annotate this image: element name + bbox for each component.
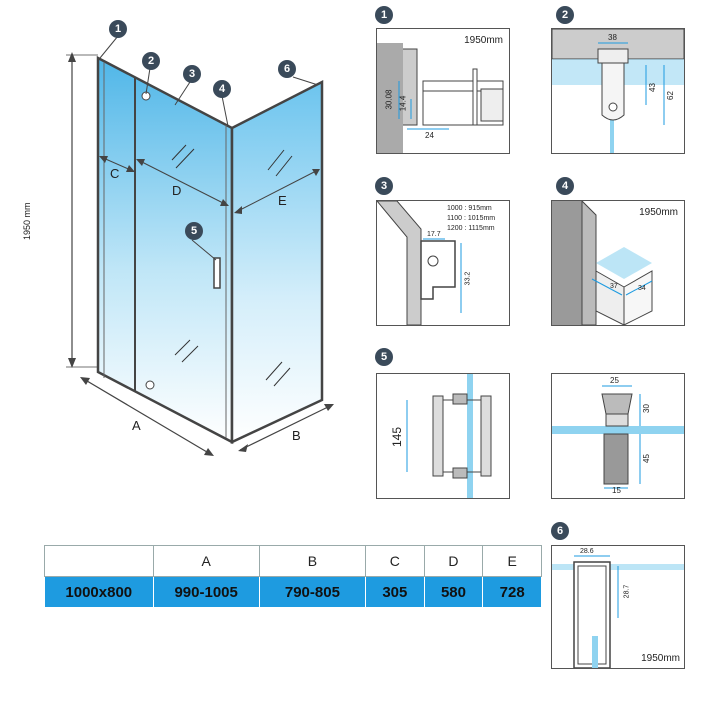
detail-4-caption: 1950mm: [639, 207, 678, 218]
side-glass: [230, 79, 324, 444]
table-header-cell: D: [423, 545, 484, 577]
detail-4-label-b: 34: [638, 285, 646, 292]
detail-panel-3: 1000 : 915mm 1100 : 1015mm 1200 : 1115mm…: [376, 200, 510, 326]
detail-1-label-b: 14.4: [398, 95, 408, 112]
callout-badge-1: 1: [109, 20, 127, 38]
detail-5-label: 145: [390, 426, 405, 448]
table-header-cell: E: [482, 545, 542, 577]
table-header-cell: [44, 545, 154, 577]
dim-label-d: D: [172, 183, 182, 198]
table-cell-e: 728: [482, 576, 542, 608]
detail-panel-5: 145: [376, 373, 510, 499]
dim-label-b: B: [292, 428, 301, 443]
detail-3-note-1: 1000 : 915mm: [447, 205, 492, 212]
dimensions-table: A B C D E 1000x800 990-1005 790-805 305 …: [44, 545, 542, 608]
detail-panel-4: 1950mm 37 34: [551, 200, 685, 326]
callout-badge-2: 2: [142, 52, 160, 70]
table-header-cell: B: [258, 545, 367, 577]
enclosure-drawing: [66, 35, 334, 456]
detail-hinge-label-a: 25: [610, 376, 619, 385]
detail-6-label-b: 28.7: [623, 584, 631, 599]
front-glass: [96, 55, 234, 445]
callout-badge-3: 3: [183, 65, 201, 83]
table-cell-d: 580: [423, 576, 484, 608]
callout-badge-4: 4: [213, 80, 231, 98]
detail-3-note-2: 1100 : 1015mm: [447, 215, 496, 222]
detail-1-label-a: 30.08: [384, 89, 394, 110]
table-header-row: A B C D E: [44, 545, 542, 577]
detail-badge-2: 2: [556, 6, 574, 24]
detail-badge-5: 5: [375, 348, 393, 366]
detail-6-label-a: 28.6: [580, 548, 594, 555]
table-cell-b: 790-805: [258, 576, 367, 608]
detail-panel-2: 38 43 62: [551, 28, 685, 154]
callout-badge-6: 6: [278, 60, 296, 78]
table-cell-c: 305: [365, 576, 425, 608]
detail-hinge-label-c: 45: [641, 454, 651, 463]
dim-label-a: A: [132, 418, 141, 433]
detail-panel-hinge: 25 30 45 15: [551, 373, 685, 499]
detail-2-label-c: 62: [665, 91, 675, 100]
detail-2-label-a: 38: [608, 33, 617, 42]
table-cell-a: 990-1005: [152, 576, 260, 608]
table-header-cell: C: [365, 545, 425, 577]
table-cell-size: 1000x800: [44, 576, 154, 608]
detail-panel-6: 28.6 28.7 1950mm: [551, 545, 685, 669]
detail-panel-1: 1950mm 30.08 14.4 24: [376, 28, 510, 154]
detail-badge-3: 3: [375, 177, 393, 195]
detail-3-label-b: 33.2: [464, 271, 472, 286]
detail-1-label-c: 24: [425, 131, 434, 140]
table-header-cell: A: [152, 545, 260, 577]
dim-label-c: C: [110, 166, 120, 181]
height-label: 1950 mm: [22, 202, 32, 240]
detail-3-label-a: 17.7: [427, 231, 441, 238]
callout-badge-5: 5: [185, 222, 203, 240]
detail-hinge-label-d: 15: [612, 486, 621, 495]
detail-3-note-3: 1200 : 1115mm: [447, 225, 495, 232]
detail-hinge-label-b: 30: [641, 404, 651, 413]
detail-6-caption: 1950mm: [641, 653, 680, 664]
detail-2-label-b: 43: [647, 83, 657, 92]
table-row: 1000x800 990-1005 790-805 305 580 728: [44, 576, 542, 608]
detail-badge-6: 6: [551, 522, 569, 540]
detail-badge-4: 4: [556, 177, 574, 195]
dim-label-e: E: [278, 193, 287, 208]
detail-4-label-a: 37: [610, 283, 618, 290]
detail-1-caption: 1950mm: [464, 35, 503, 46]
detail-badge-1: 1: [375, 6, 393, 24]
